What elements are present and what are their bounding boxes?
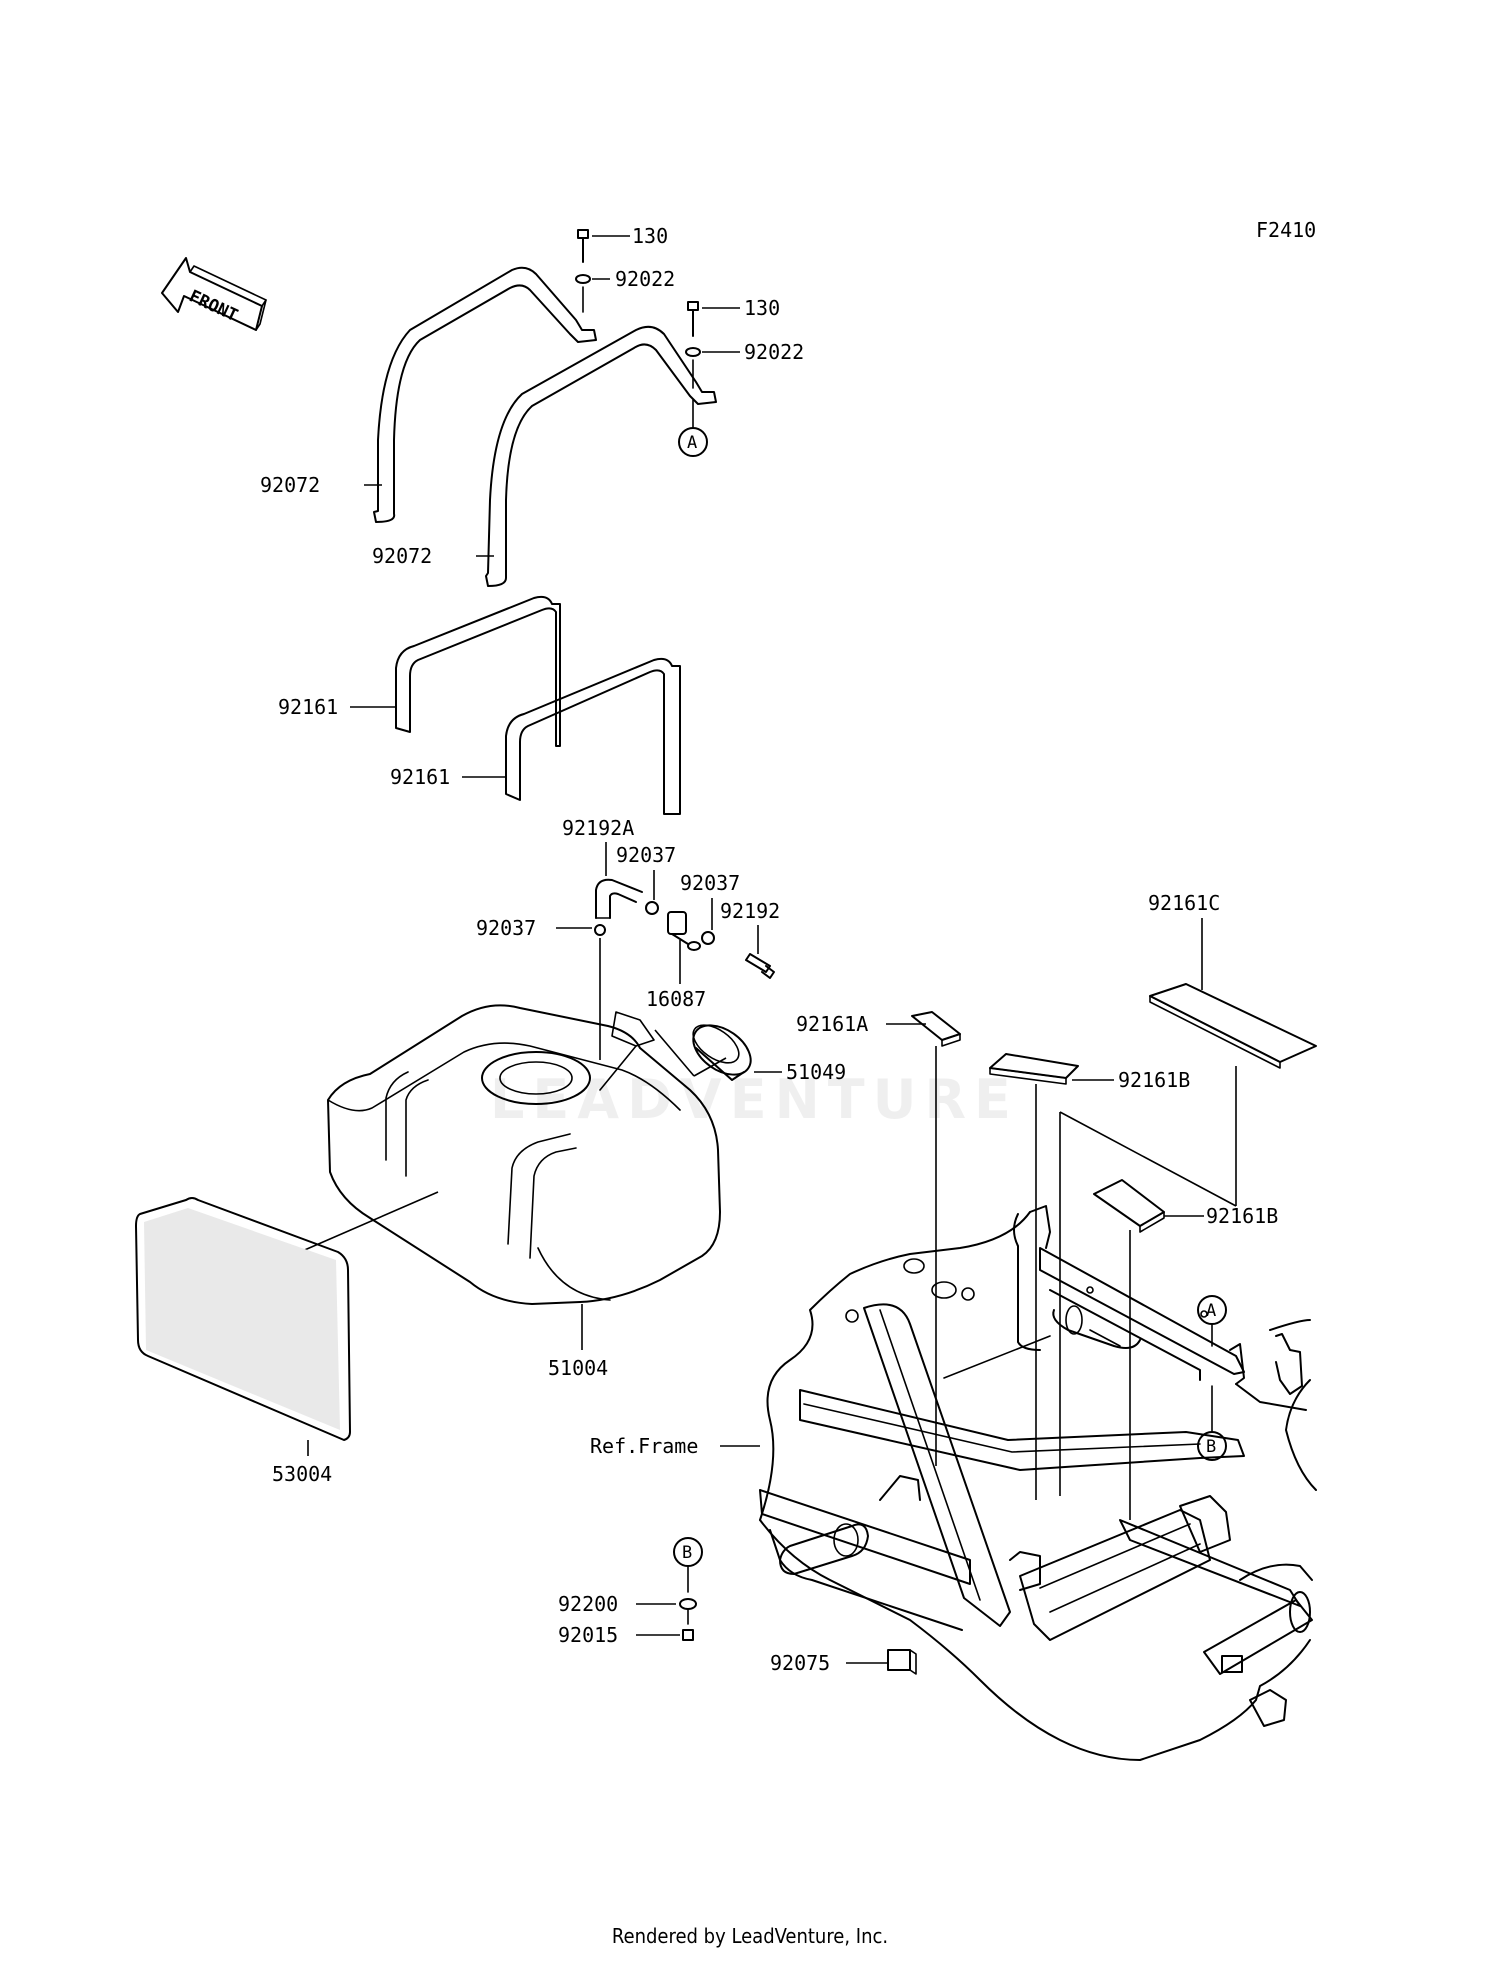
callout-b-bottom-label: B (682, 1543, 692, 1563)
rubber-pad-92161-a (395, 595, 561, 747)
tank-band-92072-upper (373, 266, 597, 523)
label-92161b-b: 92161B (1206, 1204, 1278, 1228)
callout-a-top (678, 427, 708, 457)
pad-92161a (911, 1011, 961, 1047)
callout-b-frame-label: B (1206, 1437, 1216, 1457)
label-92161c: 92161C (1148, 891, 1220, 915)
label-92161-b: 92161 (390, 765, 450, 789)
callout-a-top-label: A (687, 433, 697, 453)
label-51049: 51049 (786, 1060, 846, 1084)
label-130-b: 130 (744, 296, 780, 320)
plate-53004 (135, 1197, 351, 1441)
callout-a-frame-label: A (1206, 1301, 1216, 1321)
bolt-130-a (575, 229, 591, 313)
diagram-code: F2410 (1256, 218, 1316, 242)
watermark-text: LEADVENTURE (490, 1068, 1019, 1131)
label-92161b-a: 92161B (1118, 1068, 1190, 1092)
tank-band-92072-lower (485, 325, 717, 587)
label-92072-b: 92072 (372, 544, 432, 568)
rubber-pad-92161-b (505, 657, 681, 815)
label-92072-a: 92072 (260, 473, 320, 497)
nut-92015 (682, 1629, 694, 1641)
label-51004: 51004 (548, 1356, 608, 1380)
front-arrow-icon: FRONT (161, 257, 267, 331)
washer-92200 (679, 1598, 697, 1610)
clamp-92037-c (594, 924, 606, 936)
pad-92161b-lower (1093, 1179, 1165, 1233)
pad-92161b-upper (989, 1053, 1079, 1085)
label-92037-b: 92037 (680, 871, 740, 895)
vehicle-frame (759, 1205, 1317, 1761)
label-16087: 16087 (646, 987, 706, 1011)
label-53004: 53004 (272, 1462, 332, 1486)
label-92161-a: 92161 (278, 695, 338, 719)
label-92161a: 92161A (796, 1012, 868, 1036)
joint-16087 (667, 911, 701, 951)
label-92192a: 92192A (562, 816, 634, 840)
label-92037-a: 92037 (616, 843, 676, 867)
label-130-a: 130 (632, 224, 668, 248)
label-92192: 92192 (720, 899, 780, 923)
footer-credit: Rendered by LeadVenture, Inc. (611, 1924, 889, 1948)
clamp-92037-a (645, 901, 659, 915)
label-92200: 92200 (558, 1592, 618, 1616)
label-92022-b: 92022 (744, 340, 804, 364)
pad-92075 (887, 1649, 917, 1675)
label-92075: 92075 (770, 1651, 830, 1675)
label-92022-a: 92022 (615, 267, 675, 291)
fuel-tank-51004 (327, 1004, 721, 1305)
hose-92192 (745, 953, 775, 979)
label-92015: 92015 (558, 1623, 618, 1647)
bolt-130-b (685, 301, 701, 389)
clamp-92037-b (701, 931, 715, 945)
label-92037-c: 92037 (476, 916, 536, 940)
label-ref-frame: Ref.Frame (590, 1434, 698, 1458)
hose-92192a (595, 878, 643, 919)
pad-92161c (1149, 983, 1317, 1069)
